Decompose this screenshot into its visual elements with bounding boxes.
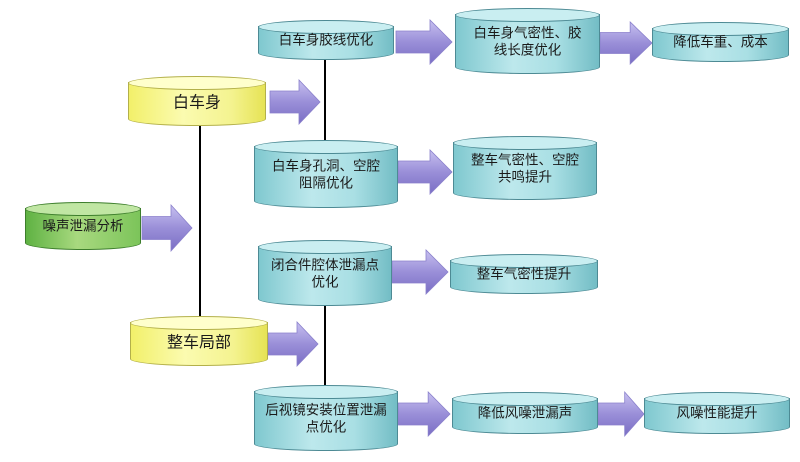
arrow-source-to-nodes	[141, 203, 193, 253]
node-noise-leak-analysis: 噪声泄漏分析	[25, 202, 141, 250]
node-label: 闭合件腔体泄漏点优化	[271, 257, 379, 291]
node-mirror-leak: 后视镜安装位置泄漏点优化	[254, 385, 398, 451]
node-full-vehicle-local: 整车局部	[130, 316, 268, 366]
node-wind-noise-improve: 风噪性能提升	[644, 392, 790, 434]
node-label: 降低风噪泄漏声	[477, 405, 573, 422]
arrow-glue-to-seal	[395, 19, 453, 65]
node-reduce-wind-noise: 降低风噪泄漏声	[452, 392, 598, 434]
node-label: 整车局部	[166, 332, 231, 352]
node-label: 整车气密性提升	[476, 266, 572, 283]
node-label: 白车身	[172, 92, 221, 112]
node-label: 白车身气密性、胶线长度优化	[473, 25, 582, 59]
arrow-closure-to-airtight	[391, 249, 449, 295]
node-label: 整车气密性、空腔共鸣提升	[471, 152, 579, 186]
node-label: 风噪性能提升	[676, 405, 758, 422]
arrows	[141, 19, 653, 438]
node-label: 后视镜安装位置泄漏点优化	[265, 402, 387, 436]
node-label: 降低车重、成本	[673, 34, 768, 51]
node-closure-cavity-leak: 闭合件腔体泄漏点优化	[258, 240, 392, 306]
node-label: 白车身孔洞、空腔阻隔优化	[272, 158, 380, 192]
arrow-mirror-to-wind	[397, 391, 451, 437]
node-bw-seal-length: 白车身气密性、胶线长度优化	[455, 8, 600, 74]
node-reduce-weight-cost: 降低车重、成本	[652, 22, 789, 62]
arrow-wind-to-improve	[597, 390, 645, 438]
node-airtight-cavity-resonance: 整车气密性、空腔共鸣提升	[453, 136, 597, 200]
node-body-in-white: 白车身	[128, 76, 266, 126]
node-label: 白车身胶线优化	[278, 32, 374, 49]
node-bw-hole-cavity: 白车身孔洞、空腔阻隔优化	[254, 140, 398, 208]
arrow-hole-to-resonance	[397, 149, 453, 195]
node-bw-glue-line: 白车身胶线优化	[258, 20, 394, 60]
arrow-fv-to-nodes	[267, 321, 319, 367]
arrow-seal-to-weight	[599, 21, 653, 65]
arrow-bw-to-glue	[269, 79, 321, 125]
node-airtight-improve: 整车气密性提升	[450, 254, 598, 294]
node-label: 噪声泄漏分析	[42, 218, 124, 235]
